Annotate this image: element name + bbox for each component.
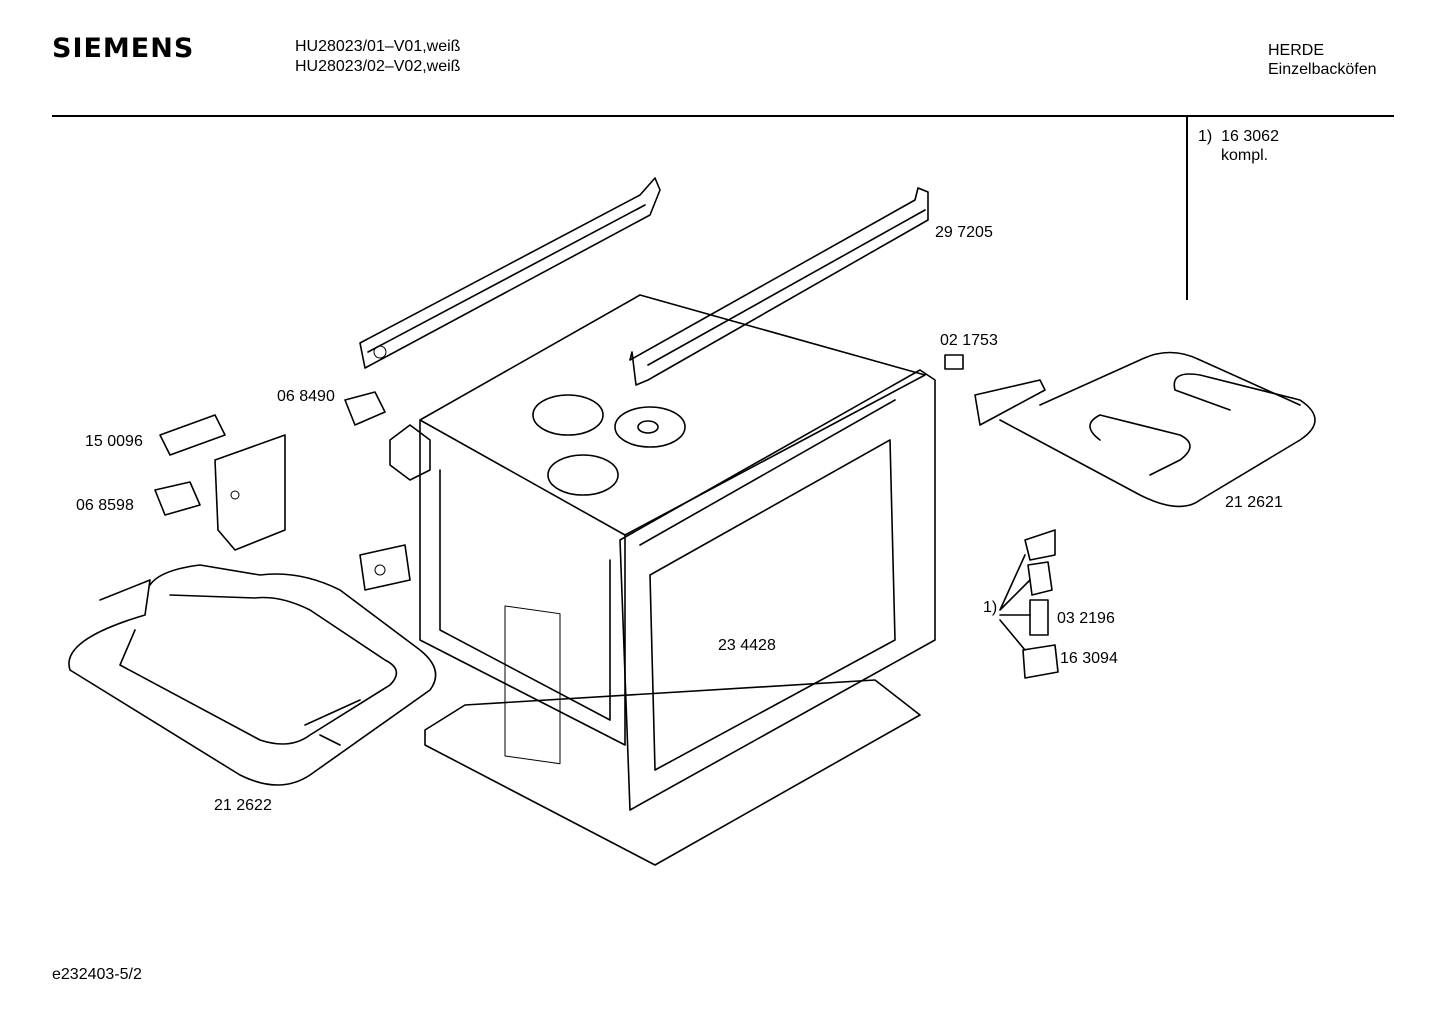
part-label-terminal-block: 15 0096 [85,433,143,450]
part-label-thermostat: 06 8490 [277,388,335,405]
model-line-1: HU28023/01–V01,weiß [295,38,461,55]
document-id: e232403-5/2 [52,966,142,983]
category-block: HERDE Einzelbacköfen [1268,41,1377,79]
footnote-part-number: 16 3062 [1221,128,1279,145]
switch [154,481,201,516]
footnote-block: 1) 16 3062 kompl. [1198,127,1279,165]
part-label-switch: 06 8598 [76,497,134,514]
top-mounting-rail [629,187,929,386]
bottom-plate [424,679,921,866]
footnote-text: kompl. [1221,147,1269,164]
model-list: HU28023/01–V01,weiß HU28023/02–V02,weiß [295,37,460,77]
part-label-lamp-bulb: 03 2196 [1057,610,1115,627]
part-label-oven-cavity: 23 4428 [718,637,776,654]
header-divider [52,115,1394,117]
subcategory: Einzelbacköfen [1268,61,1377,78]
oven-support-rail [359,177,661,369]
side-bracket [359,544,411,591]
upper-heating-element [974,351,1316,508]
footnote-ref: 1) [1198,128,1213,145]
model-line-2: HU28023/02–V02,weiß [295,58,461,75]
brand-logo: SIEMENS [52,33,195,64]
part-label-lamp-ref: 1) [983,599,998,616]
thermostat [344,391,386,426]
terminal-block [159,414,226,456]
oven-lamp-assembly [999,529,1059,679]
part-label-upper-heater: 21 2621 [1225,494,1283,511]
part-label-lamp-clip: 02 1753 [940,332,998,349]
mounting-plate [214,434,286,551]
part-label-lamp-cover: 16 3094 [1060,650,1118,667]
lower-heating-element [68,564,437,786]
part-label-lower-heater: 21 2622 [214,797,272,814]
oven-cavity [389,294,936,811]
category: HERDE [1268,42,1325,59]
lamp-holder-clip [944,354,964,370]
part-label-top-rail: 29 7205 [935,224,993,241]
note-divider [1186,117,1188,300]
